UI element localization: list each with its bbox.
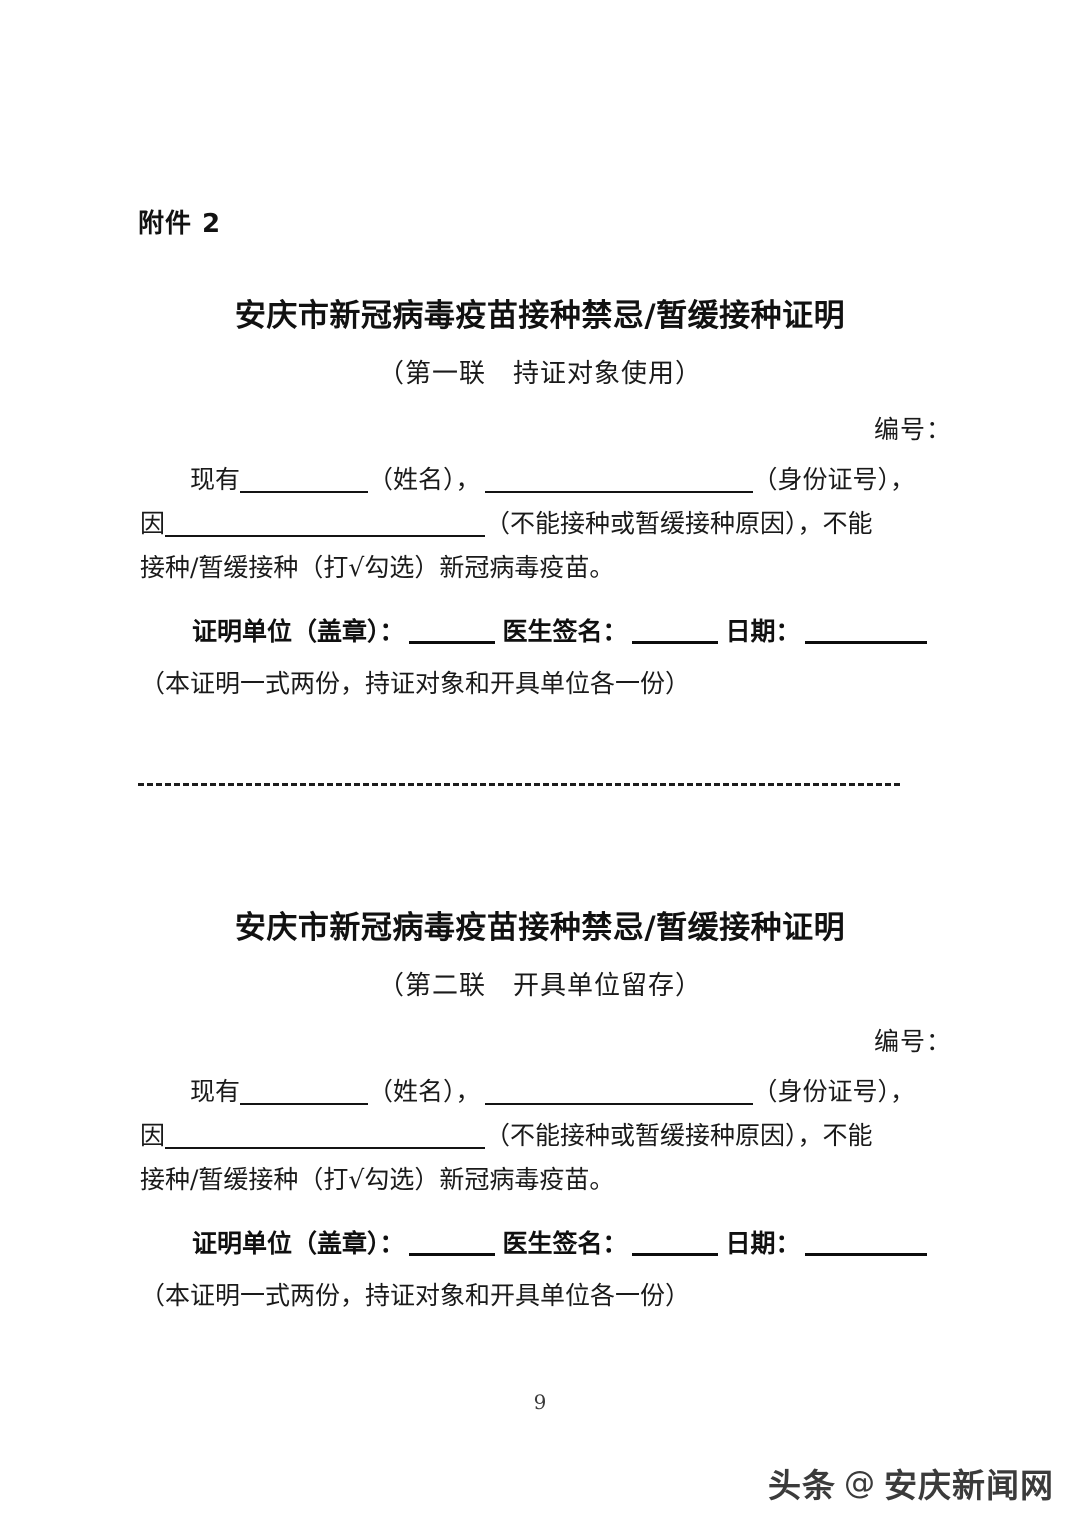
- reason-label-text: （不能接种或暂缓接种原因），不能: [485, 1121, 873, 1150]
- stamp-blank-field[interactable]: [408, 622, 495, 644]
- certificate-note: （本证明一式两份，持证对象和开具单位各一份）: [140, 1281, 691, 1310]
- cut-line-separator: [138, 783, 900, 786]
- name-prefix-text: 现有: [190, 465, 241, 494]
- stamp-blank-field[interactable]: [408, 1234, 495, 1256]
- certificate-title: 安庆市新冠病毒疫苗接种禁忌/暂缓接种证明: [234, 298, 846, 334]
- date-label: 日期：: [725, 1229, 801, 1258]
- body-line-vaccine: 接种/暂缓接种（打√勾选）新冠病毒疫苗。: [140, 553, 615, 582]
- certificate-note: （本证明一式两份，持证对象和开具单位各一份）: [140, 669, 691, 698]
- id-number-blank-field[interactable]: [484, 1081, 753, 1105]
- date-label: 日期：: [725, 617, 801, 646]
- signature-row: 证明单位（盖章）： 医生签名： 日期：: [0, 1224, 1080, 1260]
- certificate-title: 安庆市新冠病毒疫苗接种禁忌/暂缓接种证明: [234, 910, 846, 946]
- doctor-signature-label: 医生签名：: [502, 1229, 628, 1258]
- name-prefix-text: 现有: [190, 1077, 241, 1106]
- reason-label-text: （不能接种或暂缓接种原因），不能: [485, 509, 873, 538]
- doctor-signature-label: 医生签名：: [502, 617, 628, 646]
- certificate-subtitle: （第一联 持证对象使用）: [377, 359, 702, 389]
- date-blank-field[interactable]: [804, 622, 927, 644]
- attachment-label: 附件 2: [138, 209, 222, 239]
- certificate-subtitle: （第二联 开具单位留存）: [377, 971, 702, 1001]
- body-line-name-id: 现有 （姓名）， （身份证号），: [140, 1070, 940, 1114]
- body-line-reason: 因 （不能接种或暂缓接种原因），不能: [140, 502, 940, 546]
- body-line-vaccine: 接种/暂缓接种（打√勾选）新冠病毒疫苗。: [140, 1165, 615, 1194]
- reason-blank-field[interactable]: [165, 513, 486, 537]
- date-blank-field[interactable]: [804, 1234, 927, 1256]
- serial-number-label: 编号：: [873, 1027, 952, 1056]
- certificate-body: 现有 （姓名）， （身份证号）， 因 （不能接种或暂缓接种原因），不能 接种/暂缓接种…: [0, 458, 1080, 590]
- page-number: 9: [533, 1390, 547, 1414]
- id-number-blank-field[interactable]: [484, 469, 753, 493]
- name-blank-field[interactable]: [240, 1081, 369, 1105]
- name-blank-field[interactable]: [240, 469, 369, 493]
- certificate-section-1: 安庆市新冠病毒疫苗接种禁忌/暂缓接种证明 （第一联 持证对象使用） 编号： 现有…: [0, 290, 1080, 700]
- reason-prefix-text: 因: [140, 1121, 166, 1150]
- certificate-body: 现有 （姓名）， （身份证号）， 因 （不能接种或暂缓接种原因），不能 接种/暂缓接种…: [0, 1070, 1080, 1202]
- watermark: 头条 @ 安庆新闻网: [768, 1459, 1054, 1507]
- body-line-name-id: 现有 （姓名）， （身份证号），: [140, 458, 940, 502]
- stamp-unit-label: 证明单位（盖章）：: [192, 1229, 405, 1258]
- certificate-section-2: 安庆市新冠病毒疫苗接种禁忌/暂缓接种证明 （第二联 开具单位留存） 编号： 现有…: [0, 902, 1080, 1312]
- serial-number-label: 编号：: [873, 415, 952, 444]
- name-label-text: （姓名），: [368, 465, 481, 494]
- at-sign-icon: @: [844, 1465, 876, 1501]
- id-label-text: （身份证号），: [752, 1077, 916, 1106]
- doctor-signature-blank-field[interactable]: [631, 1234, 718, 1256]
- reason-blank-field[interactable]: [165, 1125, 486, 1149]
- signature-row: 证明单位（盖章）： 医生签名： 日期：: [0, 612, 1080, 648]
- id-label-text: （身份证号），: [752, 465, 916, 494]
- stamp-unit-label: 证明单位（盖章）：: [192, 617, 405, 646]
- reason-prefix-text: 因: [140, 509, 166, 538]
- body-line-reason: 因 （不能接种或暂缓接种原因），不能: [140, 1114, 940, 1158]
- watermark-brand: 头条: [768, 1466, 836, 1505]
- watermark-account: 安庆新闻网: [884, 1466, 1054, 1505]
- doctor-signature-blank-field[interactable]: [631, 622, 718, 644]
- name-label-text: （姓名），: [368, 1077, 481, 1106]
